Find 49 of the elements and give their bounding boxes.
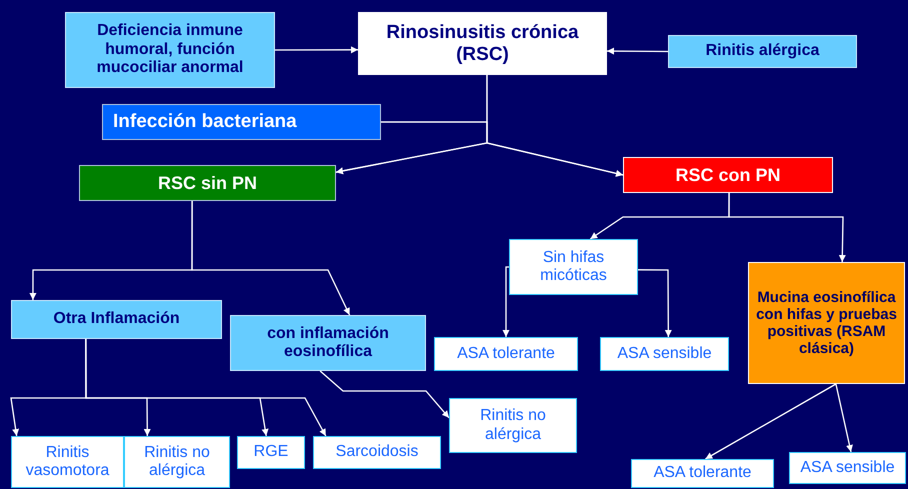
title-box	[358, 12, 607, 75]
process-box	[11, 300, 222, 339]
box-label: Deficiencia inmune humoral, función mucociliar anormal	[96, 22, 244, 78]
box-label: Rinitis no alérgica	[143, 444, 211, 480]
arrow	[191, 201, 350, 316]
box-label: Rinitis alérgica	[706, 42, 820, 61]
arrow	[85, 339, 326, 436]
process-box	[748, 262, 905, 384]
process-box	[313, 436, 441, 469]
box-label: RSC con PN	[675, 164, 780, 186]
arrow	[607, 48, 668, 55]
process-box	[11, 436, 124, 488]
process-box	[509, 239, 638, 295]
arrow	[705, 383, 836, 460]
arrow	[835, 384, 853, 452]
box-label: Sin hifas micóticas	[539, 248, 608, 286]
process-box	[102, 104, 381, 140]
process-box	[631, 459, 774, 488]
process-box	[434, 337, 578, 371]
box-label: Mucina eosinofílica con hifas y pruebas positivas (RSAM clásica)	[755, 288, 898, 358]
process-box	[623, 157, 833, 193]
box-label: Rinitis no alérgica	[479, 407, 547, 444]
box-label: Infección bacteriana	[113, 111, 297, 133]
box-label: con inflamación eosinofílica	[266, 324, 390, 362]
process-box	[230, 315, 426, 371]
box-label: ASA tolerante	[457, 344, 555, 364]
process-box	[449, 398, 577, 453]
process-box	[124, 436, 230, 488]
process-box	[789, 452, 906, 484]
process-box	[668, 35, 857, 68]
box-label: Sarcoidosis	[336, 443, 418, 462]
arrow	[502, 266, 510, 337]
arrow	[638, 269, 672, 337]
process-box	[600, 337, 729, 371]
process-box	[237, 436, 305, 469]
box-label: ASA sensible	[617, 344, 712, 364]
box-label: RSC sin PN	[158, 172, 258, 194]
arrow	[275, 46, 358, 54]
process-box	[65, 12, 275, 88]
box-label: ASA sensible	[800, 458, 895, 478]
arrow	[728, 193, 846, 262]
box-label: RGE	[254, 443, 288, 462]
box-label: Rinosinusitis crónica (RSC)	[385, 22, 580, 66]
box-label: ASA tolerante	[654, 464, 752, 483]
process-box	[79, 165, 336, 201]
arrow	[320, 370, 450, 418]
box-label: Otra Inflamación	[53, 310, 180, 329]
box-label: Rinitis vasomotora	[24, 444, 110, 480]
arrow	[381, 121, 624, 177]
